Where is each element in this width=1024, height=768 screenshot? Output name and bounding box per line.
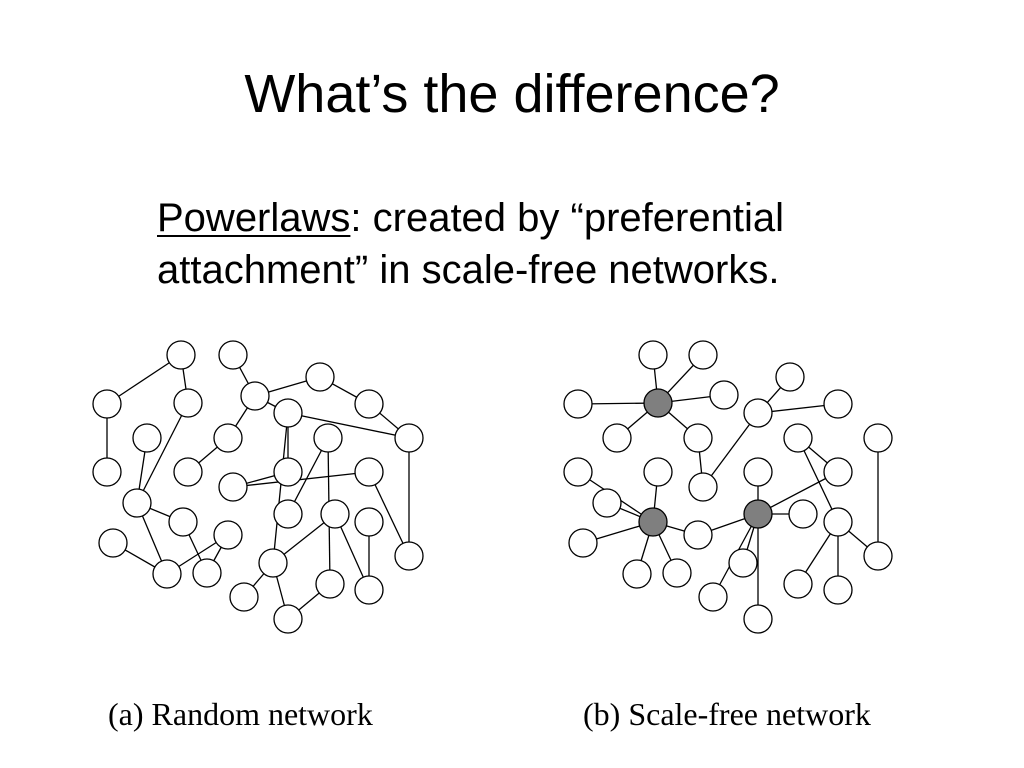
network-node <box>394 423 424 453</box>
network-node <box>218 472 248 502</box>
network-node <box>622 559 652 589</box>
network-node <box>823 575 853 605</box>
hub-node <box>638 507 668 537</box>
network-node <box>92 457 122 487</box>
network-node <box>173 457 203 487</box>
network-node <box>743 398 773 428</box>
network-edge <box>232 471 370 488</box>
network-node <box>698 582 728 612</box>
network-node <box>638 340 668 370</box>
network-node <box>240 381 270 411</box>
network-node <box>132 423 162 453</box>
network-node <box>683 423 713 453</box>
network-node <box>688 340 718 370</box>
network-node <box>315 569 345 599</box>
network-node <box>563 457 593 487</box>
network-node <box>728 548 758 578</box>
network-node <box>229 582 259 612</box>
network-node <box>213 423 243 453</box>
network-node <box>152 559 182 589</box>
network-node <box>98 528 128 558</box>
network-node <box>683 520 713 550</box>
network-node <box>783 569 813 599</box>
network-node <box>662 558 692 588</box>
network-edge <box>757 471 839 515</box>
network-node <box>258 548 288 578</box>
network-node <box>166 340 196 370</box>
network-node <box>213 520 243 550</box>
caption-scale-free-network: (b) Scale-free network <box>583 696 871 732</box>
network-edge <box>106 354 182 405</box>
network-edge <box>368 471 410 557</box>
network-node <box>218 340 248 370</box>
network-node <box>92 389 122 419</box>
bullet-text: Powerlaws: created by “preferential atta… <box>157 192 937 296</box>
network-edge <box>702 412 759 488</box>
network-node <box>568 528 598 558</box>
network-node <box>192 558 222 588</box>
network-node <box>320 499 350 529</box>
network-edge <box>287 412 410 439</box>
network-node <box>788 499 818 529</box>
network-node <box>863 541 893 571</box>
network-node <box>305 362 335 392</box>
network-node <box>168 507 198 537</box>
network-node <box>823 389 853 419</box>
network-node <box>354 575 384 605</box>
network-node <box>354 457 384 487</box>
bullet-line-1: : created by “preferential <box>350 196 784 240</box>
network-node <box>775 362 805 392</box>
network-node <box>688 472 718 502</box>
network-node <box>313 423 343 453</box>
network-node <box>709 380 739 410</box>
network-node <box>273 604 303 634</box>
caption-random-network: (a) Random network <box>108 696 373 732</box>
network-node <box>863 423 893 453</box>
network-node <box>173 388 203 418</box>
network-node <box>783 423 813 453</box>
bullet-term: Powerlaws <box>157 196 351 240</box>
network-node <box>643 457 673 487</box>
network-edge <box>136 402 189 504</box>
network-node <box>563 389 593 419</box>
network-node <box>273 398 303 428</box>
network-edge <box>797 437 839 523</box>
slide-title: What’s the difference? <box>244 64 780 124</box>
network-node <box>592 488 622 518</box>
network-edge <box>272 412 289 564</box>
hub-node <box>743 499 773 529</box>
network-node <box>394 541 424 571</box>
network-node <box>273 499 303 529</box>
network-node <box>743 457 773 487</box>
bullet-line-2: attachment” in scale-free networks. <box>157 248 780 292</box>
network-node <box>743 604 773 634</box>
network-node <box>823 507 853 537</box>
network-node <box>823 457 853 487</box>
scale-free-network-diagram <box>563 340 893 634</box>
network-node <box>122 488 152 518</box>
network-node <box>602 423 632 453</box>
hub-node <box>643 388 673 418</box>
network-node <box>354 507 384 537</box>
network-node <box>273 457 303 487</box>
network-node <box>354 389 384 419</box>
random-network-diagram <box>92 340 424 634</box>
